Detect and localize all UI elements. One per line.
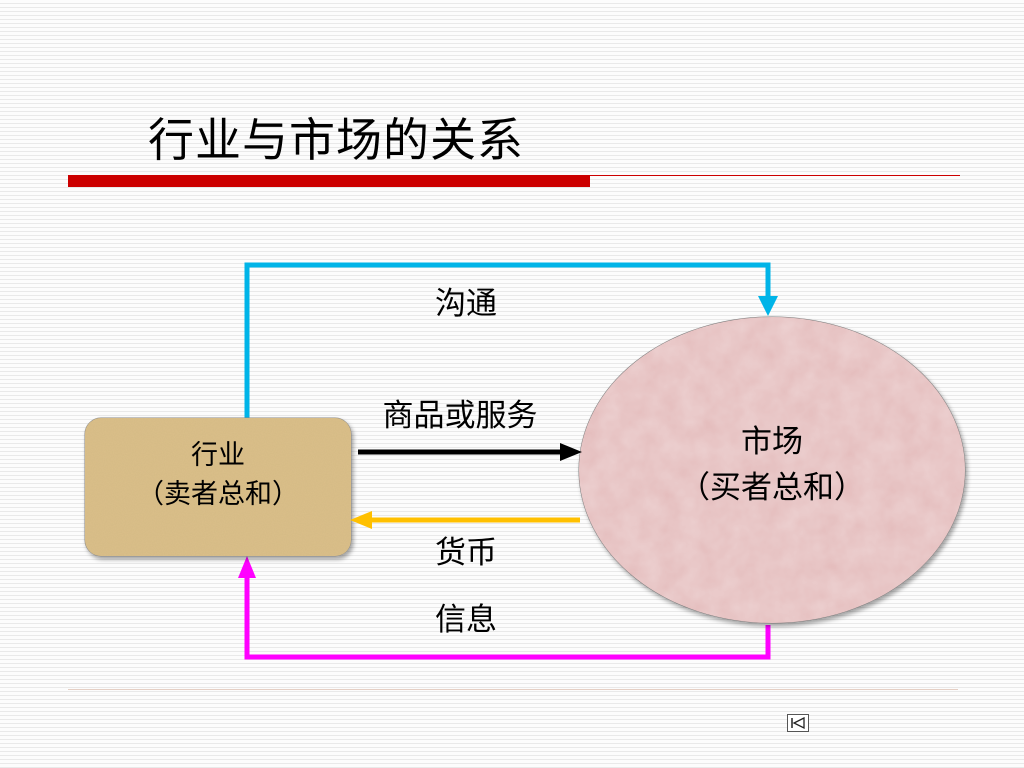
first-slide-button[interactable] xyxy=(787,714,809,732)
information-flow-line xyxy=(244,576,771,660)
slide-title: 行业与市场的关系 xyxy=(148,113,524,167)
communication-label: 沟通 xyxy=(435,286,497,322)
market-ellipse-texture xyxy=(579,317,965,623)
goods-label: 商品或服务 xyxy=(383,398,538,434)
market-label: 市场 xyxy=(741,424,803,460)
industry-sublabel: （卖者总和） xyxy=(137,479,299,510)
footer-divider xyxy=(68,689,958,690)
title-underline-thick xyxy=(68,175,590,187)
goods-arrowhead xyxy=(560,443,582,461)
title-underline-thin xyxy=(590,175,960,176)
first-slide-icon xyxy=(791,716,805,730)
industry-label: 行业 xyxy=(191,440,245,471)
information-arrowhead xyxy=(238,556,256,578)
communication-arrowhead xyxy=(758,296,778,316)
market-sublabel: （买者总和） xyxy=(679,470,865,506)
information-label: 信息 xyxy=(435,602,497,638)
money-label: 货币 xyxy=(435,535,497,571)
communication-flow-line xyxy=(244,262,771,420)
industry-box-texture xyxy=(85,418,351,556)
money-arrowhead xyxy=(350,511,372,529)
